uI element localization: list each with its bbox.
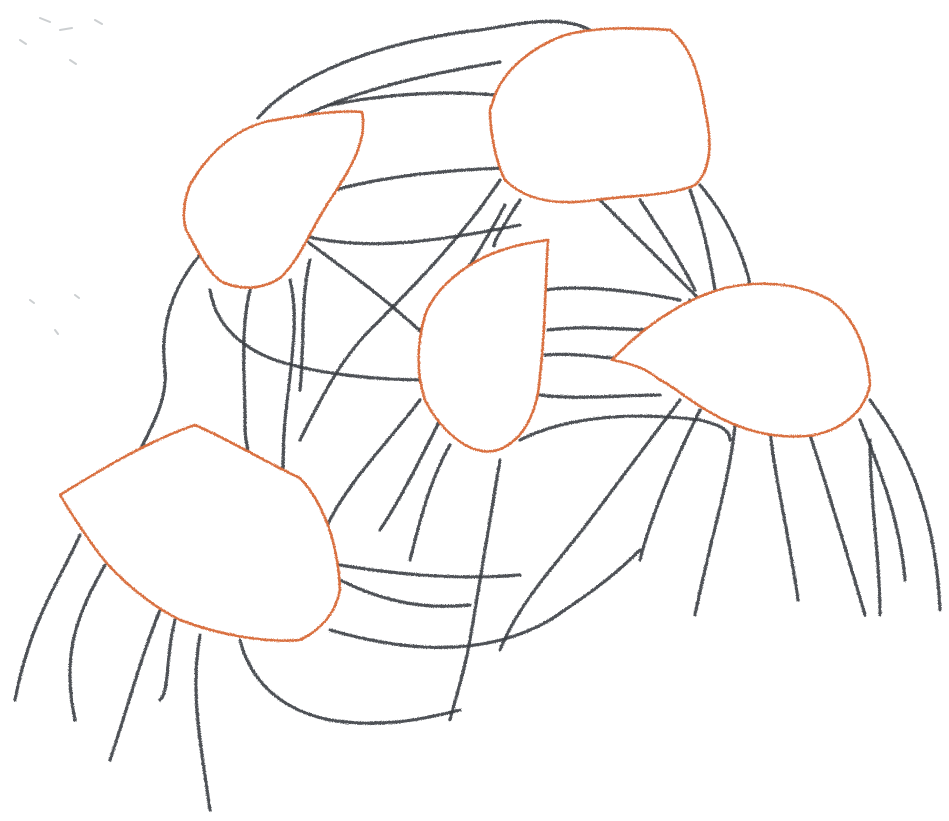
strand-line bbox=[540, 395, 660, 397]
strand-line bbox=[335, 168, 505, 190]
strand-line bbox=[244, 290, 250, 465]
strand-line bbox=[240, 640, 460, 723]
strand-line bbox=[280, 280, 294, 480]
blob-shapes bbox=[60, 28, 870, 640]
stray-mark bbox=[20, 40, 26, 44]
strand-line bbox=[160, 620, 175, 700]
stray-mark bbox=[75, 295, 79, 298]
strand-line bbox=[494, 200, 520, 246]
strand-line bbox=[695, 425, 735, 615]
blob-top-right bbox=[490, 28, 709, 202]
strand-line bbox=[140, 255, 200, 450]
strand-line bbox=[810, 435, 865, 615]
stray-marks bbox=[20, 18, 102, 334]
stray-mark bbox=[40, 18, 50, 22]
strand-line bbox=[450, 460, 500, 720]
strand-line bbox=[545, 288, 680, 300]
strand-line bbox=[196, 635, 210, 810]
strand-line bbox=[330, 550, 640, 648]
stray-mark bbox=[60, 28, 72, 30]
strand-line bbox=[770, 430, 798, 600]
strand-line bbox=[110, 610, 160, 760]
strand-line bbox=[340, 580, 470, 606]
strand-line bbox=[520, 416, 730, 440]
blob-right bbox=[612, 284, 870, 437]
strand-line bbox=[70, 565, 105, 720]
stray-mark bbox=[55, 330, 58, 334]
strand-line bbox=[640, 200, 695, 290]
blob-bottom-left bbox=[60, 425, 340, 641]
blob-center bbox=[419, 240, 548, 451]
strand-line bbox=[410, 445, 450, 560]
stray-mark bbox=[30, 300, 34, 303]
strand-line bbox=[690, 190, 715, 290]
stray-mark bbox=[70, 60, 76, 64]
strand-line bbox=[340, 565, 520, 577]
strand-line bbox=[700, 185, 750, 285]
stray-mark bbox=[95, 20, 102, 24]
strand-line bbox=[640, 410, 700, 560]
